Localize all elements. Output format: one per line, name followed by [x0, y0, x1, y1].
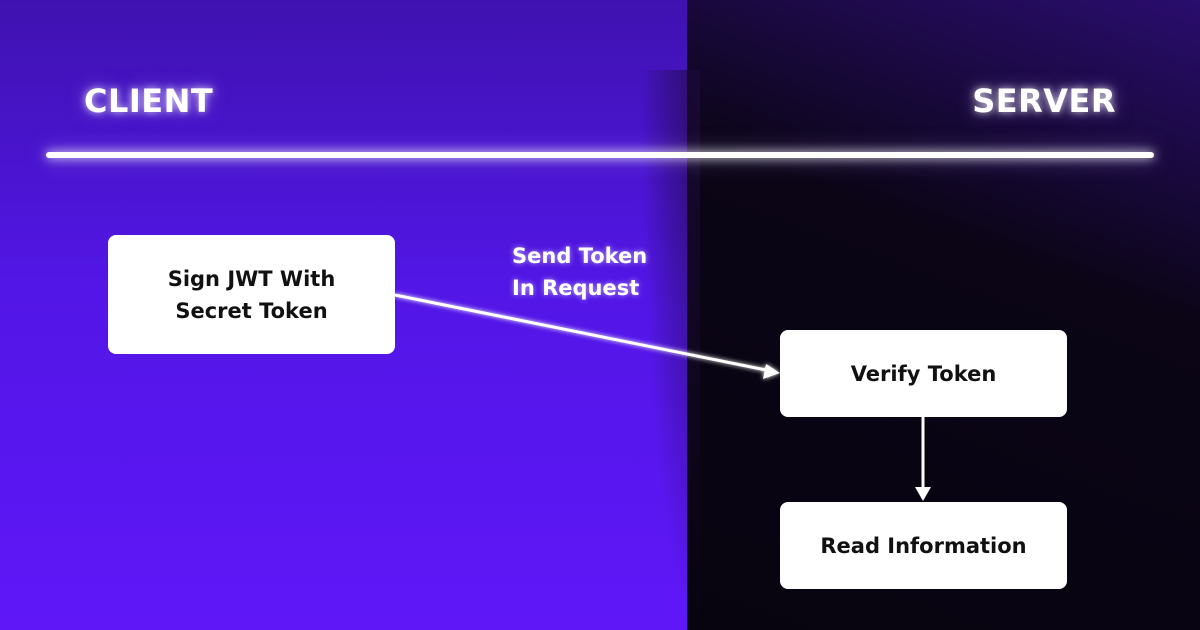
read-information-node: Read Information: [780, 502, 1067, 589]
verify-token-label: Verify Token: [850, 361, 997, 386]
read-information-label: Read Information: [820, 533, 1027, 558]
sign-jwt-node: Sign JWT With Secret Token: [108, 235, 395, 354]
send-token-arrow: [394, 293, 780, 379]
verify-token-node: Verify Token: [780, 330, 1067, 417]
timeline-line: [46, 152, 1154, 158]
client-label: CLIENT: [84, 82, 214, 120]
send-token-label: Send Token In Request: [512, 244, 648, 300]
sign-jwt-label: Sign JWT With Secret Token: [167, 266, 336, 323]
server-label: SERVER: [972, 82, 1116, 120]
verify-to-read-arrow: [915, 417, 931, 501]
